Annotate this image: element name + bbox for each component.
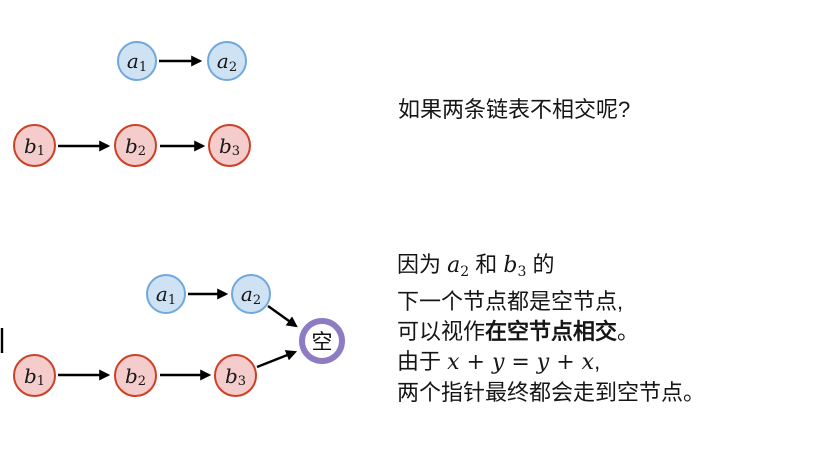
node-label-sub: 3: [237, 374, 247, 389]
node-label-sub: 3: [231, 144, 241, 159]
node-label-base: b: [224, 363, 238, 388]
explanation-line-2: 下一个节点都是空节点,: [397, 289, 624, 314]
node-label-sub: 1: [36, 374, 46, 389]
node-label-base: a: [126, 49, 139, 73]
explanation-line-1: 因为 a2 和 b3 的: [397, 250, 705, 287]
math-var-sub: 2: [460, 264, 470, 280]
math-var-sub: 3: [517, 264, 527, 280]
node-null: 空: [299, 318, 345, 364]
bold-phrase: 在空节点相交: [485, 319, 618, 344]
node-label-base: b: [124, 363, 138, 388]
text-run: 可以视作: [397, 319, 486, 344]
math-expression: x + y = y + x: [447, 350, 595, 375]
node-label-base: a: [240, 282, 253, 306]
node-label-base: a: [216, 49, 229, 73]
explanation-line-4: 由于 x + y = y + x,: [397, 347, 705, 378]
text-run: ,: [594, 349, 601, 374]
node-label-sub: 1: [167, 292, 177, 308]
node-label-base: b: [218, 133, 232, 158]
node-label-base: b: [124, 133, 138, 158]
explanation-line-3: 可以视作在空节点相交。: [397, 317, 705, 347]
node-label-sub: 2: [137, 144, 147, 159]
math-var: a: [447, 253, 461, 278]
node-label-sub: 1: [138, 59, 148, 75]
text-run: 由于: [397, 349, 448, 374]
null-node-label: 空: [311, 331, 333, 354]
node-label-base: b: [23, 133, 37, 158]
text-run: 和: [469, 252, 504, 277]
node-label-base: b: [23, 363, 37, 388]
node-label-sub: 2: [252, 292, 262, 308]
node-label-sub: 2: [137, 374, 147, 389]
text-run: 的: [526, 252, 555, 277]
text-run: 因为: [397, 252, 448, 277]
text-run: 。: [617, 319, 640, 344]
question-text: 如果两条链表不相交呢?: [398, 97, 631, 122]
explanation-line-5: 两个指针最终都会走到空节点。: [397, 380, 706, 405]
arrow-b3-null: [256, 350, 298, 369]
node-label-base: a: [155, 282, 168, 306]
explanation-text: 因为 a2 和 b3 的 下一个节点都是空节点, 可以视作在空节点相交。 由于 …: [397, 250, 705, 408]
node-label-sub: 2: [228, 59, 238, 75]
arrow-a2-null: [267, 305, 298, 328]
math-var: b: [503, 253, 518, 278]
node-label-sub: 1: [36, 144, 46, 159]
